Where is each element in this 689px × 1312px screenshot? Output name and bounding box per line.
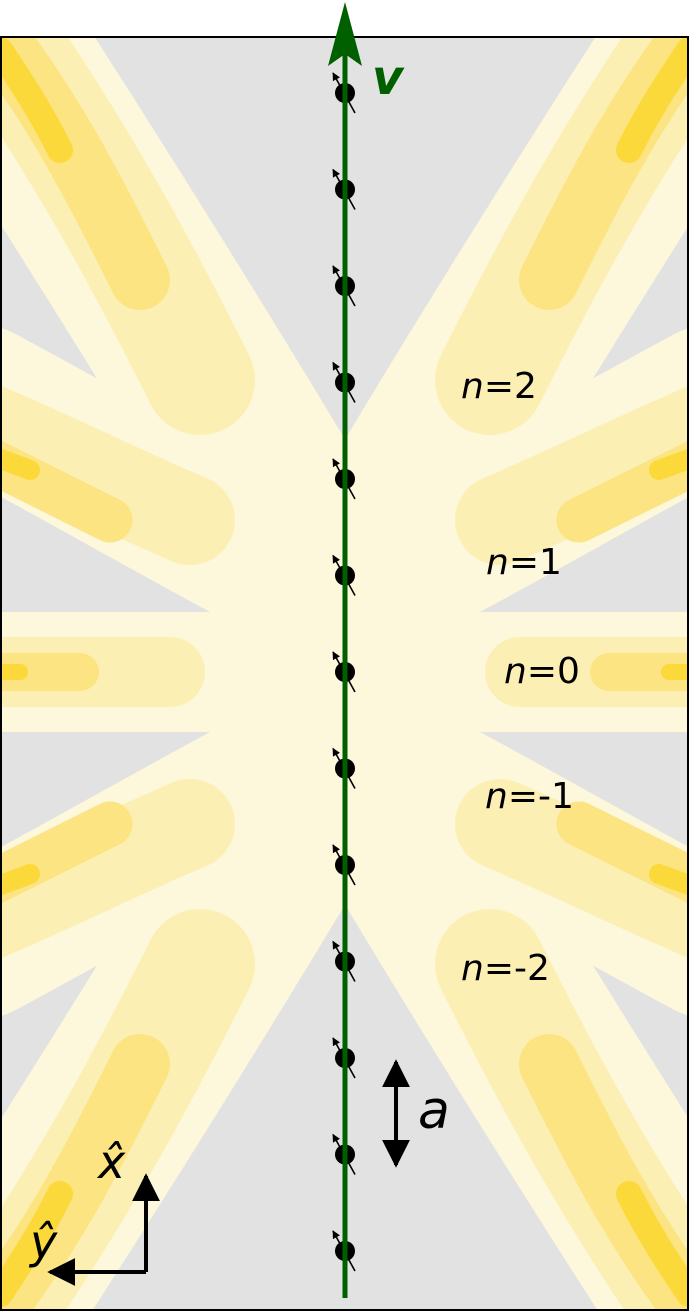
order-labels: n=2 n=1 n=0 n=-1 n=-2 [461, 366, 580, 989]
particle-chain [332, 72, 356, 1272]
velocity-label: v [372, 50, 405, 106]
spacing-indicator: a [382, 1059, 450, 1168]
spacing-label: a [418, 1081, 450, 1141]
y-axis-label: ŷ [28, 1215, 58, 1269]
order-label-n1: n=1 [486, 542, 562, 583]
velocity-arrowhead [328, 2, 362, 66]
radiation-pattern [1, 37, 688, 1310]
order-label-n2: n=2 [461, 366, 537, 407]
order-label-nm2: n=-2 [461, 948, 550, 989]
order-label-n0: n=0 [504, 651, 580, 692]
coordinate-axes: x̂ ŷ [28, 1135, 160, 1286]
order-label-nm1: n=-1 [485, 776, 574, 817]
x-axis-label: x̂ [96, 1135, 126, 1189]
